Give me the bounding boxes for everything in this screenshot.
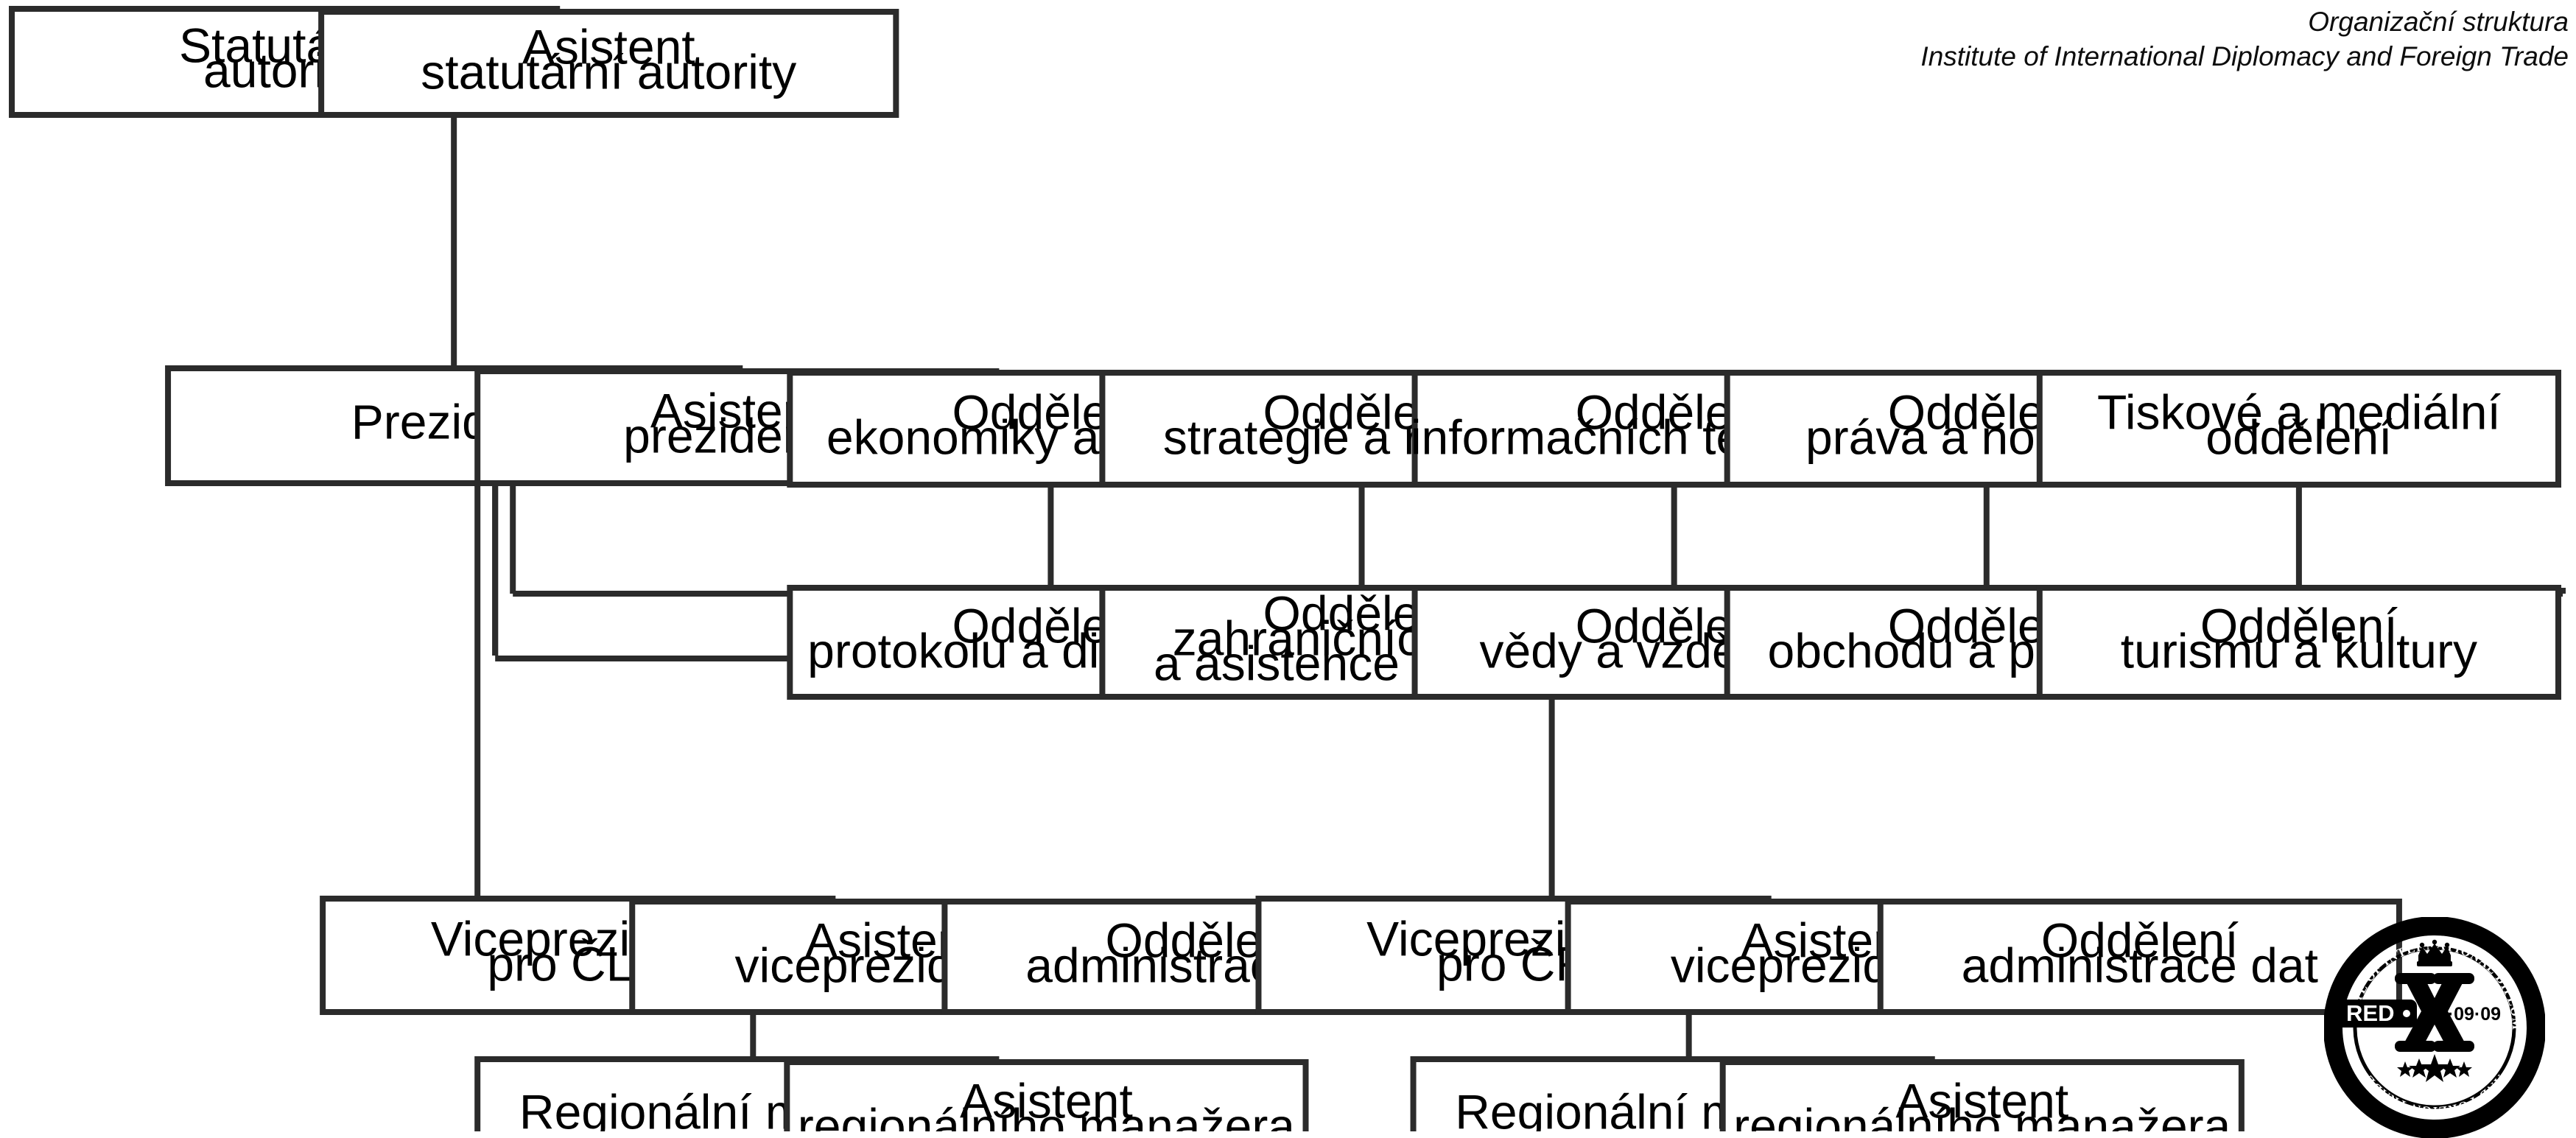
title-line-1: Organizační struktura bbox=[2308, 7, 2569, 37]
red-tag: RED bbox=[2331, 1000, 2417, 1028]
node-box bbox=[1719, 1059, 2245, 1131]
crown-icon bbox=[2417, 939, 2452, 966]
node-label: Tiskové a mediální bbox=[2097, 384, 2502, 439]
node-box bbox=[784, 1059, 1309, 1131]
node-label: Oddělení bbox=[2041, 913, 2239, 967]
node-label: statutární autority bbox=[421, 44, 796, 99]
x-mark-icon bbox=[2395, 973, 2474, 1052]
node-label: Asistent bbox=[1895, 1073, 2068, 1128]
node-label: Oddělení bbox=[2200, 598, 2398, 653]
seal-date: 09·09·09 bbox=[2427, 1004, 2501, 1025]
node-label: turismu a kultury bbox=[2121, 623, 2477, 678]
node-box bbox=[1877, 899, 2402, 1015]
node-box bbox=[318, 9, 899, 118]
node-label: oddělení bbox=[2205, 410, 2393, 464]
red-tag-label: RED bbox=[2346, 1000, 2394, 1026]
node-label: regionálního manažera bbox=[1733, 1098, 2231, 1131]
node-box bbox=[2036, 370, 2561, 488]
seal-graphic: INSTITUTE OF INTERNATIONAL DIPLOMACY AND… bbox=[2324, 917, 2545, 1138]
node-label: regionálního manažera bbox=[798, 1098, 1296, 1131]
official-seal: INSTITUTE OF INTERNATIONAL DIPLOMACY AND… bbox=[2324, 917, 2545, 1138]
seal-outer-ring bbox=[2324, 917, 2545, 1138]
node-box bbox=[2036, 585, 2561, 700]
page-title: Organizační struktura Institute of Inter… bbox=[1920, 4, 2569, 74]
node-label: pro ČR bbox=[1436, 936, 1590, 991]
title-line-2: Institute of International Diplomacy and… bbox=[1920, 41, 2569, 72]
seal-stars bbox=[2397, 1054, 2472, 1082]
node-label: Asistent bbox=[522, 19, 695, 74]
node-label: administrace dat bbox=[1962, 938, 2318, 992]
node-label: Asistent bbox=[960, 1073, 1133, 1128]
